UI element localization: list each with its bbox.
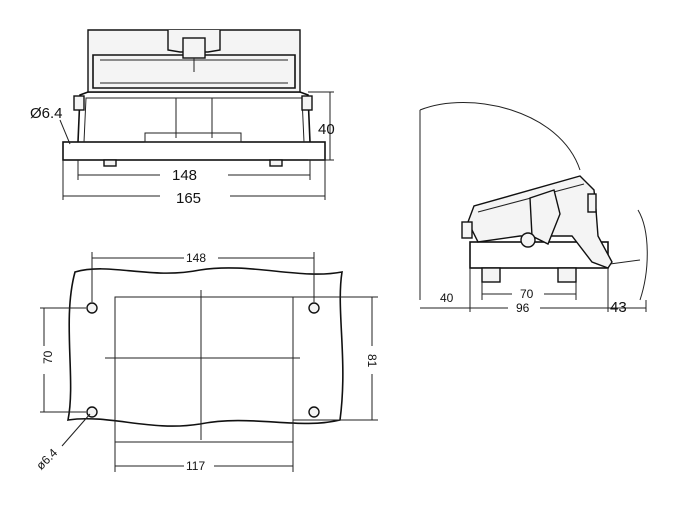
side-outer-label: 96 [516, 301, 530, 315]
side-right-dim-line [608, 300, 647, 312]
side-lever [529, 189, 561, 245]
side-right-label: 43 [610, 299, 627, 316]
bottom-inner-rect [114, 296, 294, 443]
front-foot-right [269, 159, 283, 167]
front-hole-label: Ø6.4 [30, 105, 63, 122]
bottom-hole-top-left [86, 302, 98, 314]
bottom-hole-top-right [308, 302, 320, 314]
side-top-pin [587, 193, 597, 213]
bottom-left-dim-line [40, 307, 86, 413]
bottom-outline [66, 267, 344, 427]
front-side-pin-right [301, 95, 313, 111]
front-view: 40 148 165 Ø6.4 [30, 29, 335, 207]
front-outer-width-label: 165 [176, 190, 201, 207]
side-left-label: 40 [440, 291, 454, 305]
bottom-hole-label: ø6.4 [33, 445, 60, 472]
bottom-center-cross [105, 290, 300, 440]
front-housing-inner [83, 97, 305, 143]
bottom-view: 148 70 81 117 ø6.4 [33, 251, 379, 473]
side-inner-dim-line [481, 282, 577, 300]
front-housing-body [77, 91, 311, 143]
bottom-hole-leader [61, 413, 91, 447]
front-inner-width-label: 148 [172, 167, 197, 184]
side-cable [609, 259, 641, 265]
front-height-label: 40 [318, 121, 335, 138]
bottom-bottom-dim-line [114, 442, 294, 472]
front-side-pin-left [73, 95, 85, 111]
front-base-flange [62, 141, 326, 161]
front-outer-width-dim-line [62, 160, 326, 200]
bottom-left-label: 70 [41, 350, 55, 364]
side-inner-label: 70 [520, 287, 534, 301]
front-cover-window [92, 54, 296, 89]
front-foot-left [103, 159, 117, 167]
front-height-dim-line [308, 91, 334, 161]
front-inner-width-dim-line [77, 160, 311, 180]
side-side-pin [461, 221, 473, 239]
bottom-hole-bottom-right [308, 406, 320, 418]
side-swing-arc [419, 102, 581, 171]
front-lock-pin [182, 37, 206, 59]
front-center-divider [175, 98, 213, 138]
bottom-right-label: 81 [365, 354, 379, 368]
side-foot-right [557, 267, 577, 283]
side-outer-dim-line [469, 268, 609, 312]
front-center-tab [144, 132, 242, 143]
bottom-bottom-label: 117 [186, 459, 205, 473]
side-pivot [520, 232, 536, 248]
side-view: 70 96 40 43 [419, 102, 648, 316]
bottom-top-label: 148 [186, 251, 206, 265]
bottom-top-dim-line [91, 252, 315, 302]
bottom-right-dim-line [293, 296, 378, 421]
side-right-arc [637, 209, 648, 301]
front-hole-leader [59, 119, 71, 145]
side-foot-left [481, 267, 501, 283]
